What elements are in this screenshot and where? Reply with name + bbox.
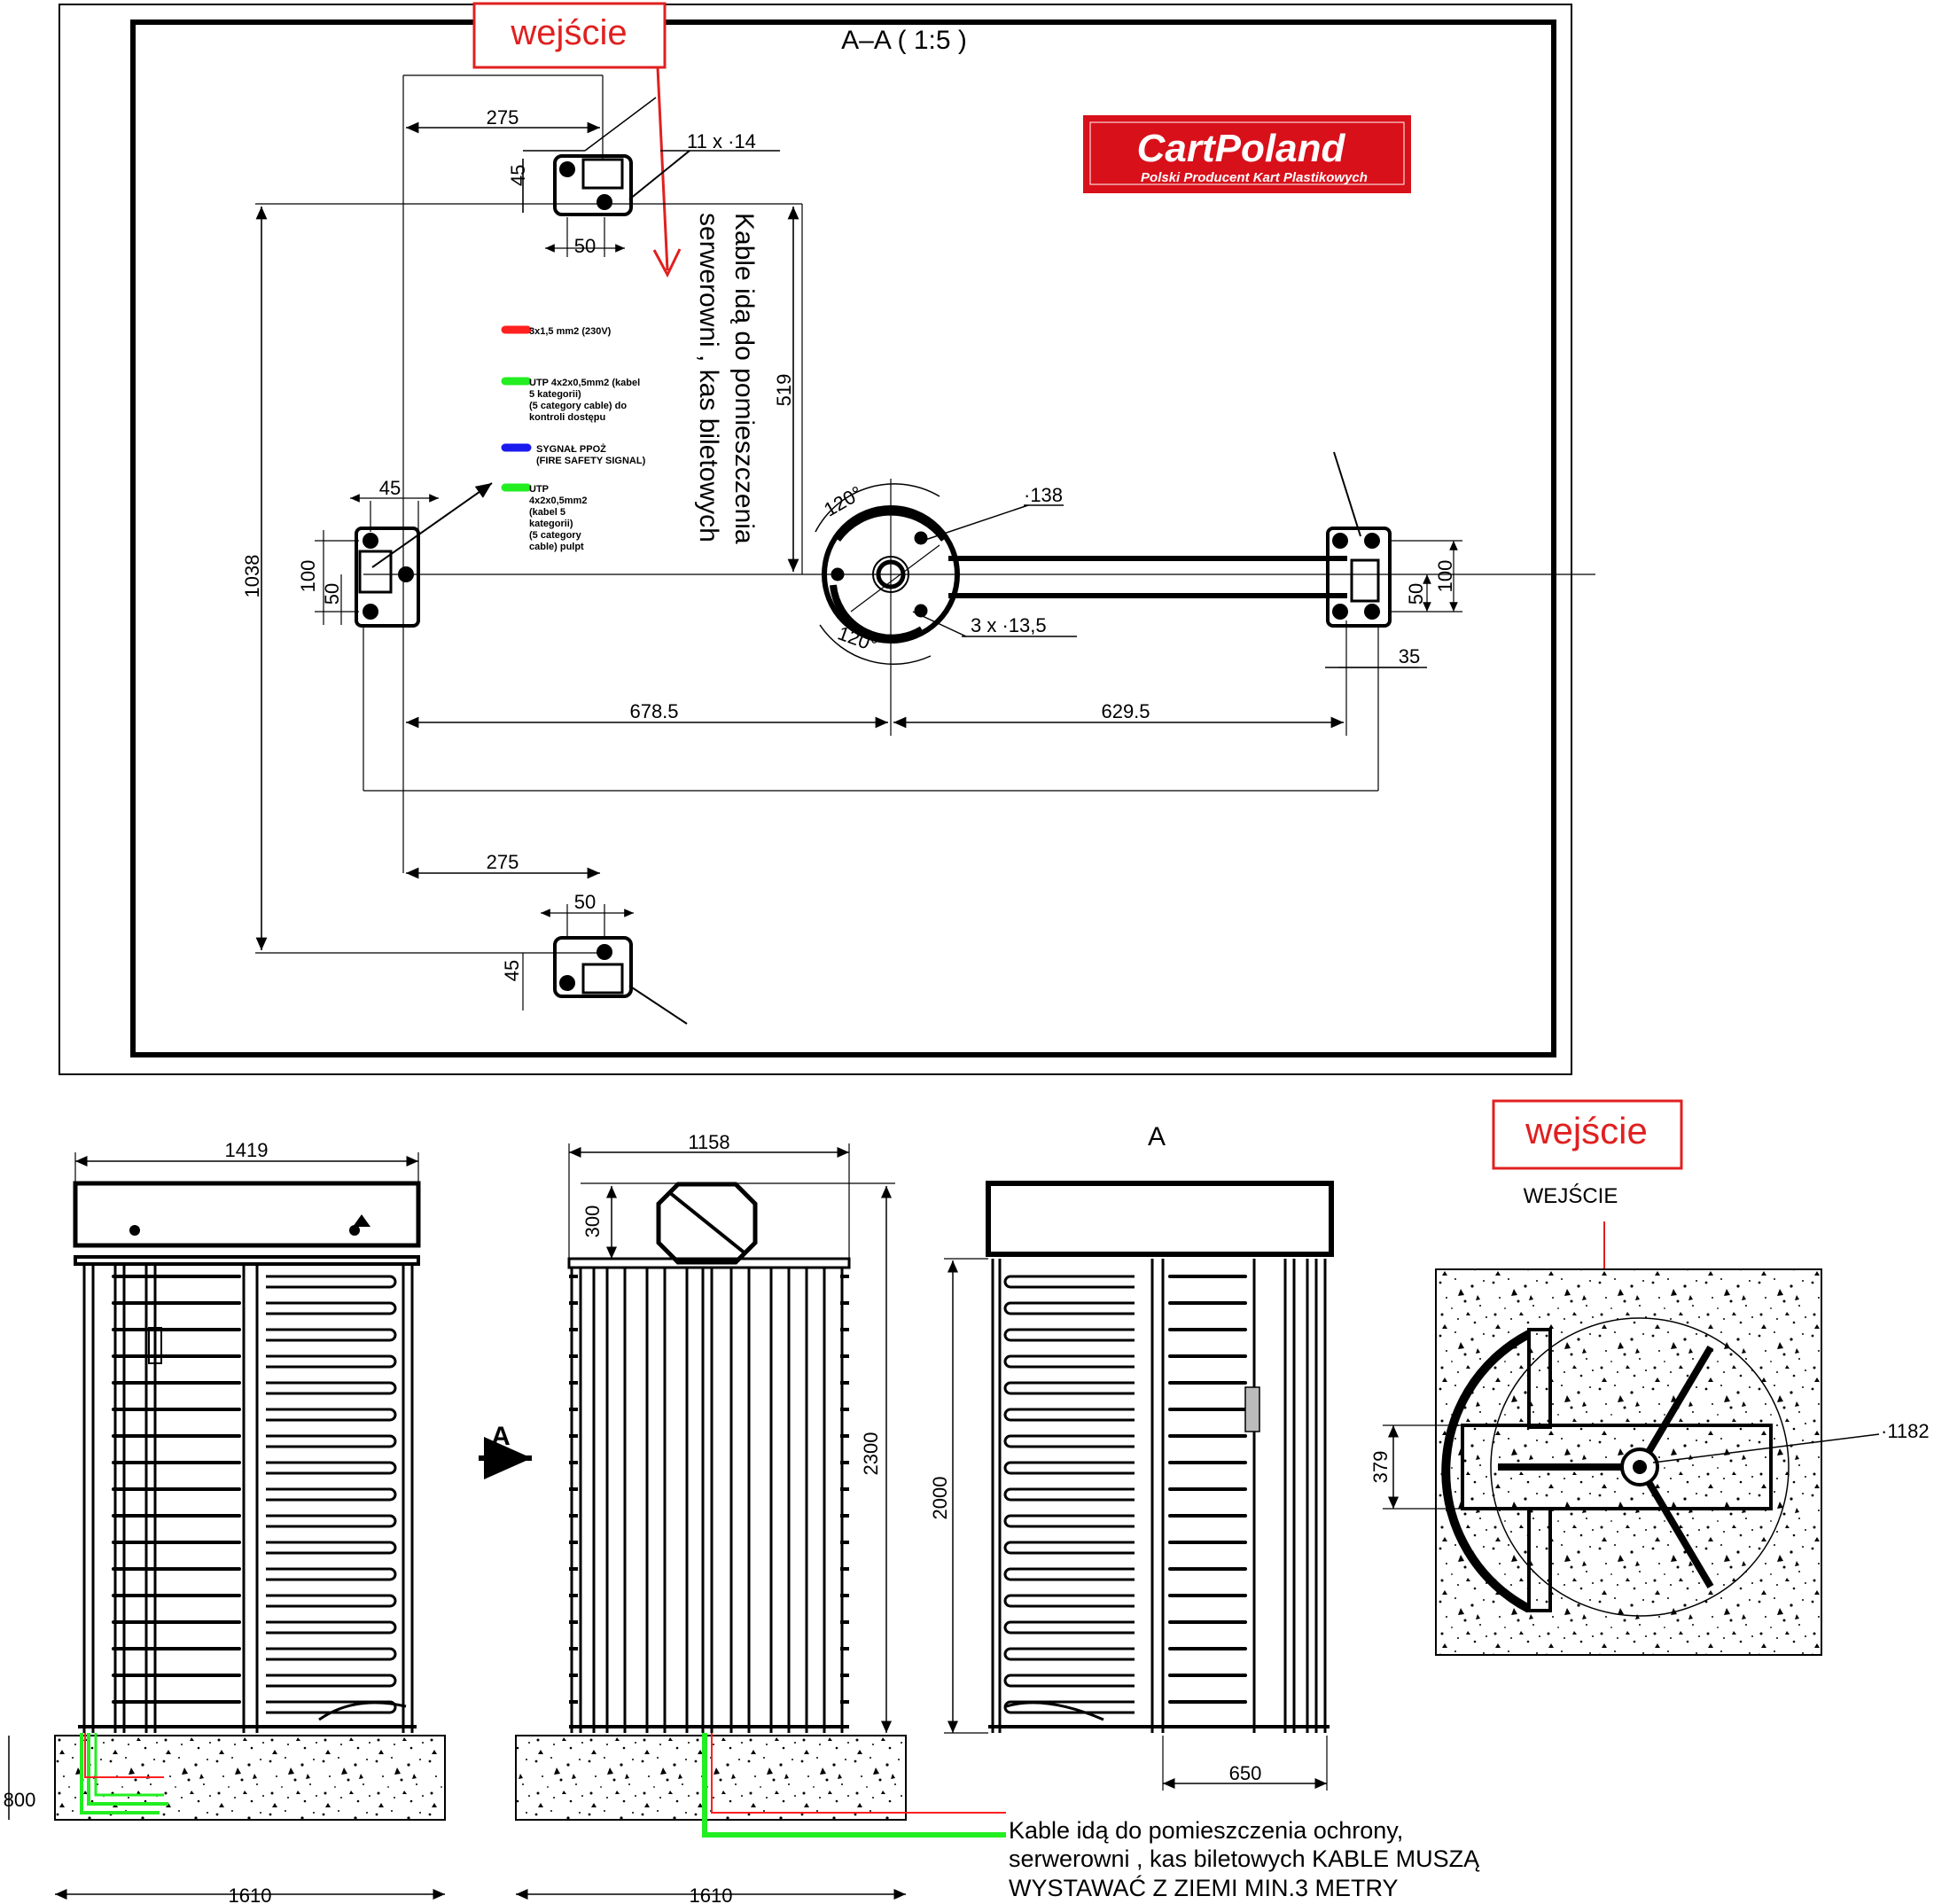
dim-100-right: 100: [1434, 560, 1456, 593]
legend-text-1-0: UTP 4x2x0,5mm2 (kabel: [529, 378, 640, 388]
entrance-label-box: wejście: [472, 2, 667, 69]
dim-519: 519: [773, 374, 795, 407]
dim-45-left: 45: [379, 477, 401, 499]
legend-text-3-5: cable) pulpt: [529, 542, 584, 552]
rotor-base: [815, 483, 1347, 665]
dim-11x14: 11 x ·14: [687, 130, 756, 152]
bottom-note-line3: WYSTAWAĆ Z ZIEMI MIN.3 METRY: [1009, 1874, 1399, 1901]
legend-text-3-3: kategorii): [529, 519, 573, 529]
side-view: 1158 300 2300 1610 A: [479, 1131, 1006, 1904]
view-arrow-label: A: [491, 1422, 511, 1451]
plan-view: wejście A–A ( 1:5 ) CartPoland Polski Pr…: [58, 2, 1595, 1075]
logo-tagline: Polski Producent Kart Plastikowych: [1141, 170, 1368, 185]
bottom-mount-plate: [522, 904, 688, 1025]
view-a-title: A: [1148, 1122, 1166, 1151]
dim-50-right: 50: [1405, 583, 1427, 605]
dim-275-top: 275: [487, 106, 519, 129]
dim-3x135: 3 x ·13,5: [971, 614, 1047, 636]
dim-50-top: 50: [574, 235, 596, 257]
legend-text-3-4: (5 category: [529, 530, 582, 541]
no-entry-sign: [656, 1182, 758, 1265]
plan-cable-note-line1: Kable idą do pomieszczenia: [729, 213, 759, 544]
view-a: A 2000 650: [929, 1122, 1334, 1791]
dim-629-5: 629.5: [1101, 700, 1150, 722]
inner-frame: [130, 20, 1556, 1057]
plan-cable-note-line2: serwerowni , kas biletowych: [694, 213, 723, 542]
side-cage: [567, 1257, 851, 1733]
top-view-379: 379: [1369, 1451, 1392, 1484]
dimension-lines: [255, 121, 1427, 950]
right-post-plate: [1326, 451, 1462, 628]
logo-brand: CartPoland: [1137, 127, 1346, 170]
entrance-arrow: [652, 66, 682, 278]
dim-45-top: 45: [507, 165, 529, 186]
dim-100-left: 100: [297, 560, 319, 593]
view-a-bottom: 650: [1229, 1762, 1262, 1784]
bottom-cable-note: Kable idą do pomieszczenia ochrony, serw…: [1009, 1817, 1480, 1901]
dim-138: ·138: [1024, 484, 1063, 506]
left-post-plate: [315, 482, 493, 628]
front-view: 1419 800 1610: [4, 1139, 446, 1904]
dim-50-left: 50: [321, 583, 343, 605]
legend-text-1-3: kontroli dostępu: [529, 412, 605, 423]
entrance-label: wejście: [510, 13, 627, 52]
side-total-height: 2300: [860, 1432, 882, 1476]
legend-text-0-0: 3x1,5 mm2 (230V): [529, 326, 612, 337]
plan-dimension-texts: 275 11 x ·14 45 50 519 1038 45 100 50 12…: [241, 106, 1456, 981]
plan-cable-note: Kable idą do pomieszczenia serwerowni , …: [694, 213, 759, 544]
legend-text-3-1: 4x2x0,5mm2: [529, 496, 587, 506]
dim-275-bottom: 275: [487, 851, 519, 873]
bottom-note-line1: Kable idą do pomieszczenia ochrony,: [1009, 1817, 1403, 1844]
outer-frame: [58, 4, 1572, 1075]
side-width: 1158: [688, 1131, 729, 1153]
top-view-entrance-label: wejście: [1525, 1110, 1648, 1151]
side-top-height: 300: [581, 1206, 604, 1238]
legend-text-1-2: (5 category cable) do: [529, 401, 627, 411]
top-mount-plate: [545, 97, 780, 257]
dim-50-bottom: 50: [574, 891, 596, 913]
top-view-diameter: ·1182: [1881, 1420, 1930, 1442]
front-base-width: 1610: [229, 1884, 272, 1904]
dim-678-5: 678.5: [629, 700, 678, 722]
front-cage: [78, 1263, 417, 1733]
legend-text-3-2: (kabel 5: [529, 507, 565, 518]
front-width: 1419: [225, 1139, 269, 1161]
legend-text-2-1: (FIRE SAFETY SIGNAL): [536, 456, 646, 466]
top-view-entry: WEJŚCIE: [1524, 1183, 1618, 1208]
view-a-cage: [988, 1259, 1330, 1733]
dim-45-bottom: 45: [501, 960, 523, 981]
dim-35: 35: [1399, 645, 1420, 667]
dim-120-bottom: 120°: [835, 621, 880, 656]
bottom-note-line2: serwerowni , kas biletowych KABLE MUSZĄ: [1009, 1845, 1480, 1872]
top-view: wejście WEJŚCIE ·1182 379: [1369, 1099, 1930, 1656]
front-depth: 800: [4, 1789, 36, 1811]
legend-text-1-1: 5 kategorii): [529, 389, 581, 400]
cartpoland-logo: CartPoland Polski Producent Kart Plastik…: [1083, 115, 1411, 193]
section-title: A–A ( 1:5 ): [841, 26, 967, 55]
view-a-height: 2000: [929, 1477, 951, 1520]
legend-text-3-0: UTP: [529, 484, 549, 495]
extension-lines: [255, 74, 1595, 954]
dim-1038: 1038: [241, 555, 263, 598]
side-base-width: 1610: [690, 1884, 733, 1904]
legend-text-2-0: SYGNAŁ PPOŻ: [536, 443, 606, 455]
